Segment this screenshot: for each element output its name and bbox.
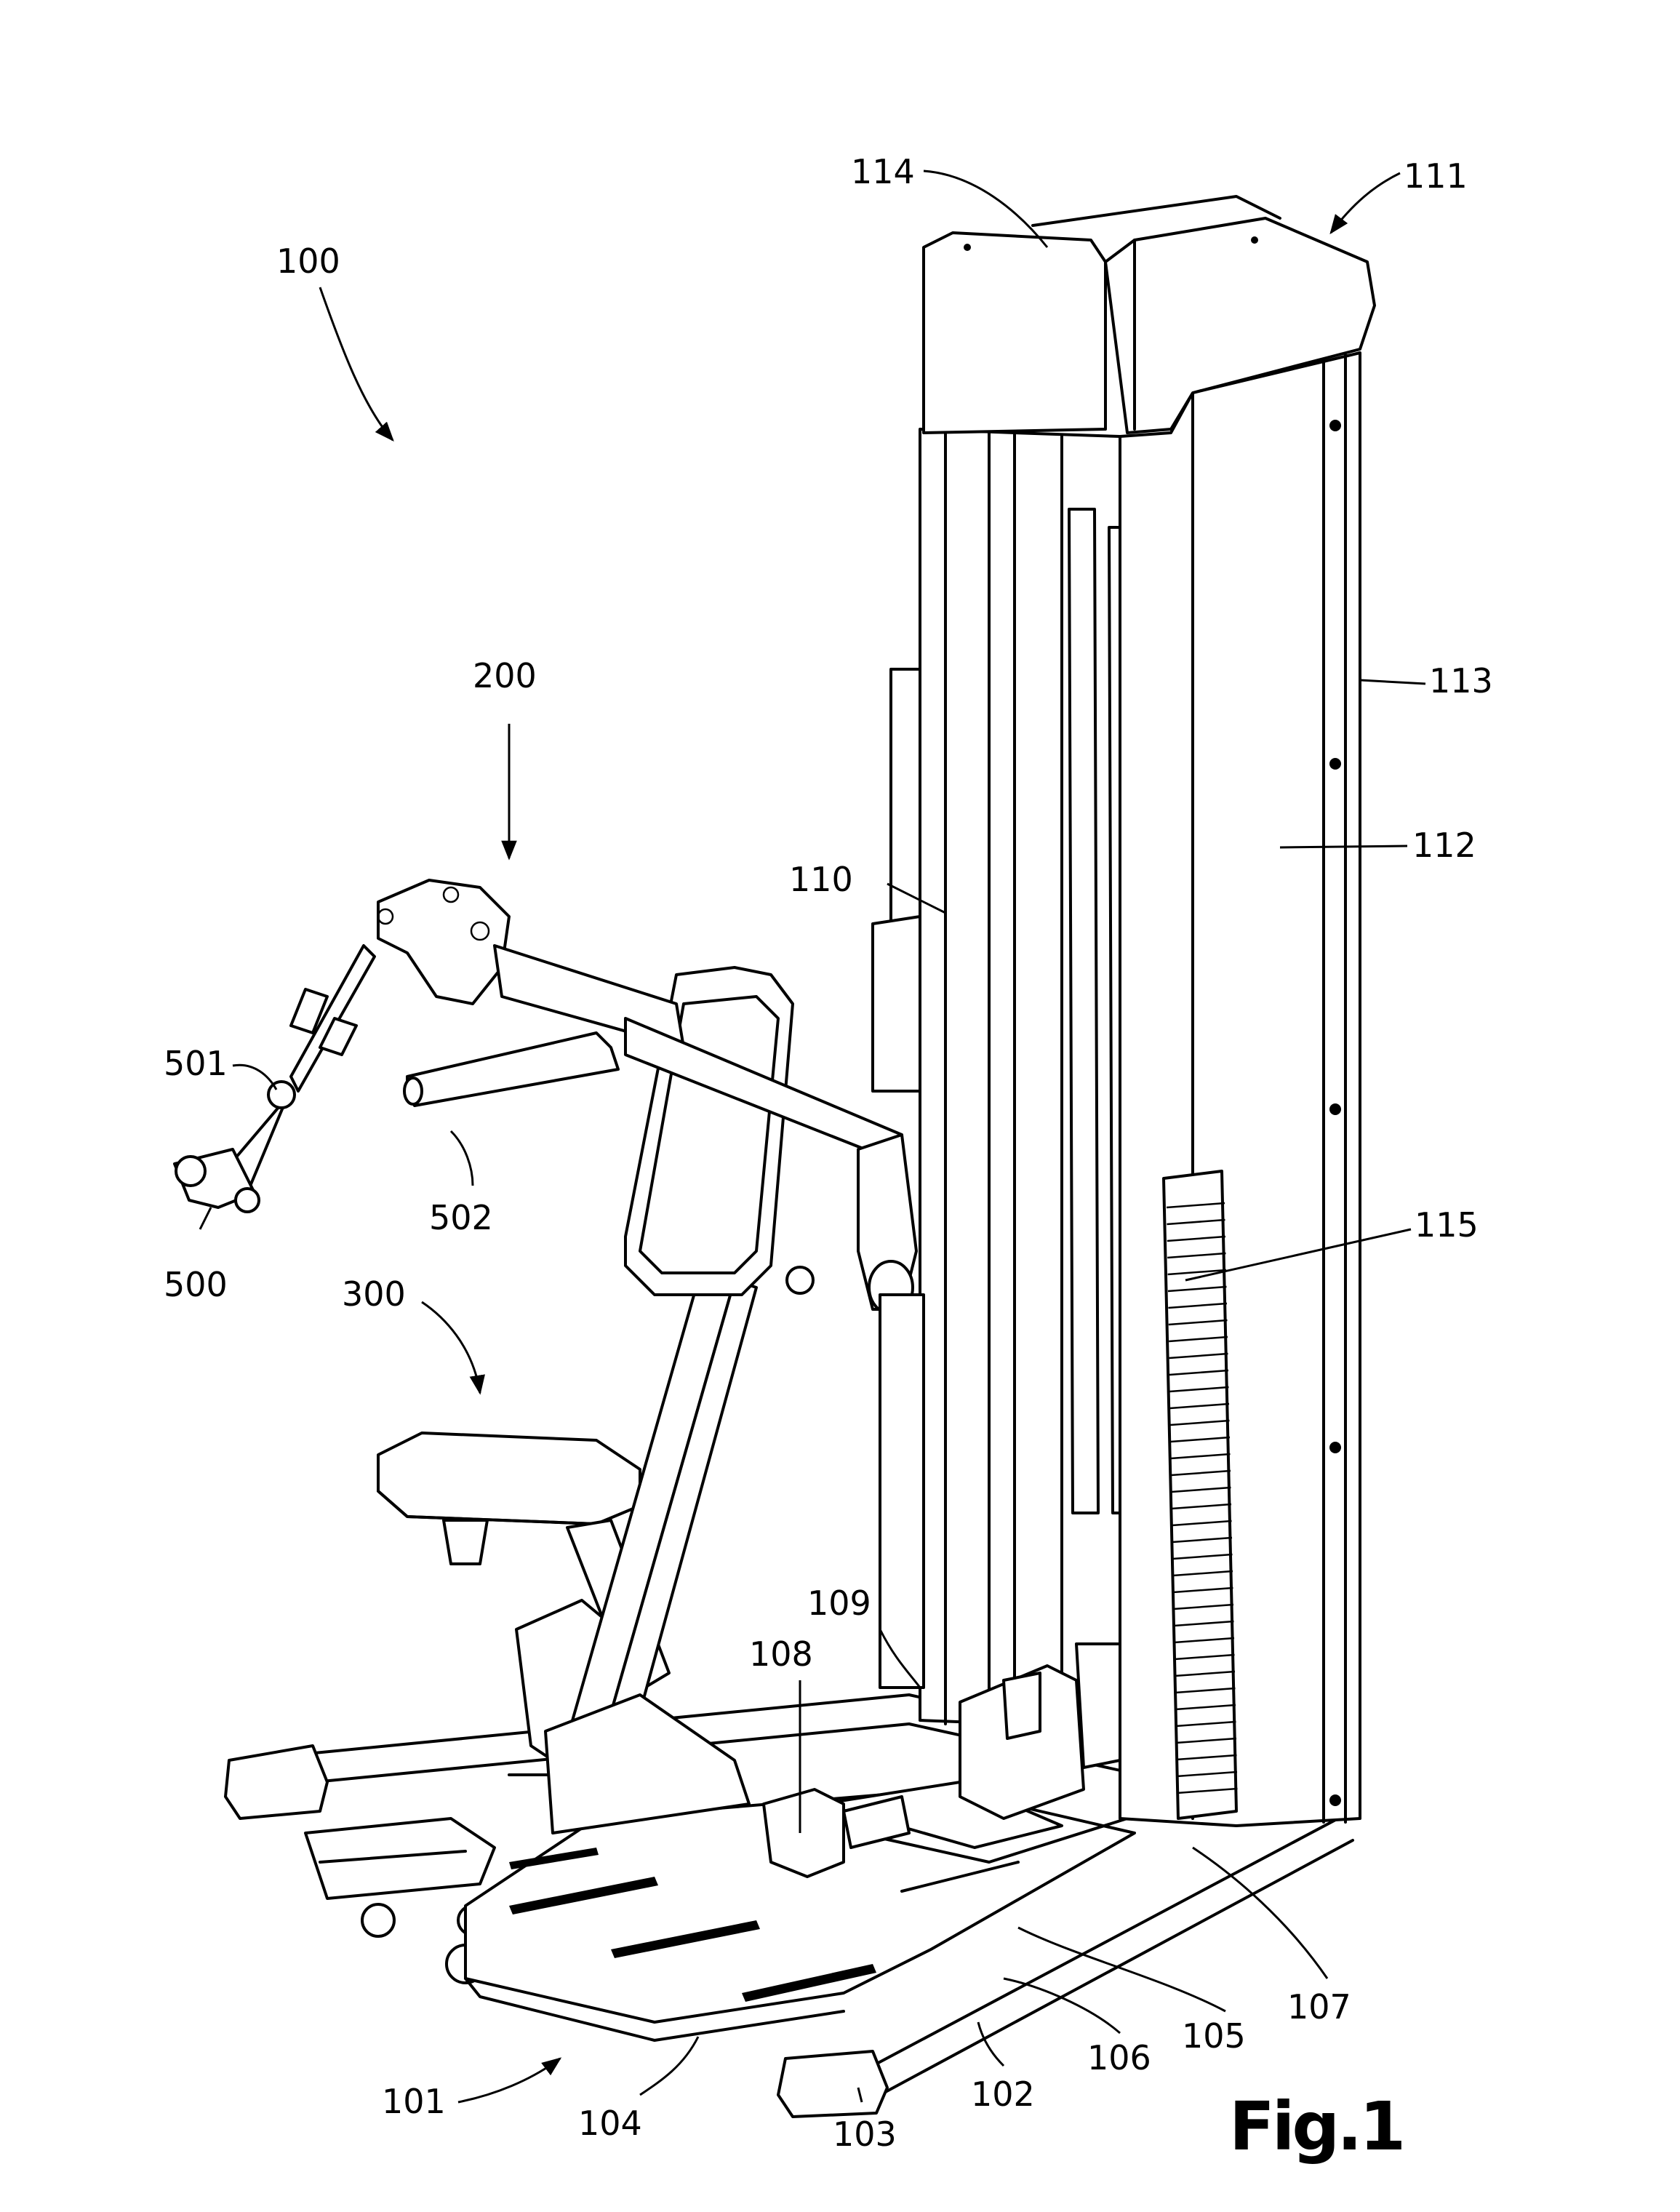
exercise-machine-drawing [175,196,1375,2117]
label-106: 106 [1087,2038,1151,2077]
label-501: 501 [164,1044,228,1083]
label-111: 111 [1404,156,1468,196]
label-104: 104 [578,2104,642,2143]
label-105: 105 [1182,2016,1246,2056]
label-101: 101 [382,2082,446,2121]
label-500: 500 [164,1265,228,1304]
label-107: 107 [1287,1987,1351,2027]
label-114: 114 [851,152,915,191]
label-502: 502 [429,1198,493,1237]
right-shroud [1120,353,1360,1826]
label-113: 113 [1429,661,1493,700]
label-200: 200 [473,656,537,695]
label-115: 115 [1415,1205,1479,1245]
handle-assembly [175,1082,295,1212]
label-103: 103 [833,2115,897,2154]
label-108: 108 [749,1634,813,1674]
figure-label: Fig.1 [1229,2088,1403,2165]
label-110: 110 [789,860,853,899]
label-112: 112 [1412,826,1476,865]
label-100: 100 [276,241,340,281]
label-102: 102 [971,2075,1035,2114]
left-column [920,429,1015,1724]
lever-arm-assembly [291,880,902,1164]
label-300: 300 [342,1274,406,1314]
label-109: 109 [807,1584,871,1623]
